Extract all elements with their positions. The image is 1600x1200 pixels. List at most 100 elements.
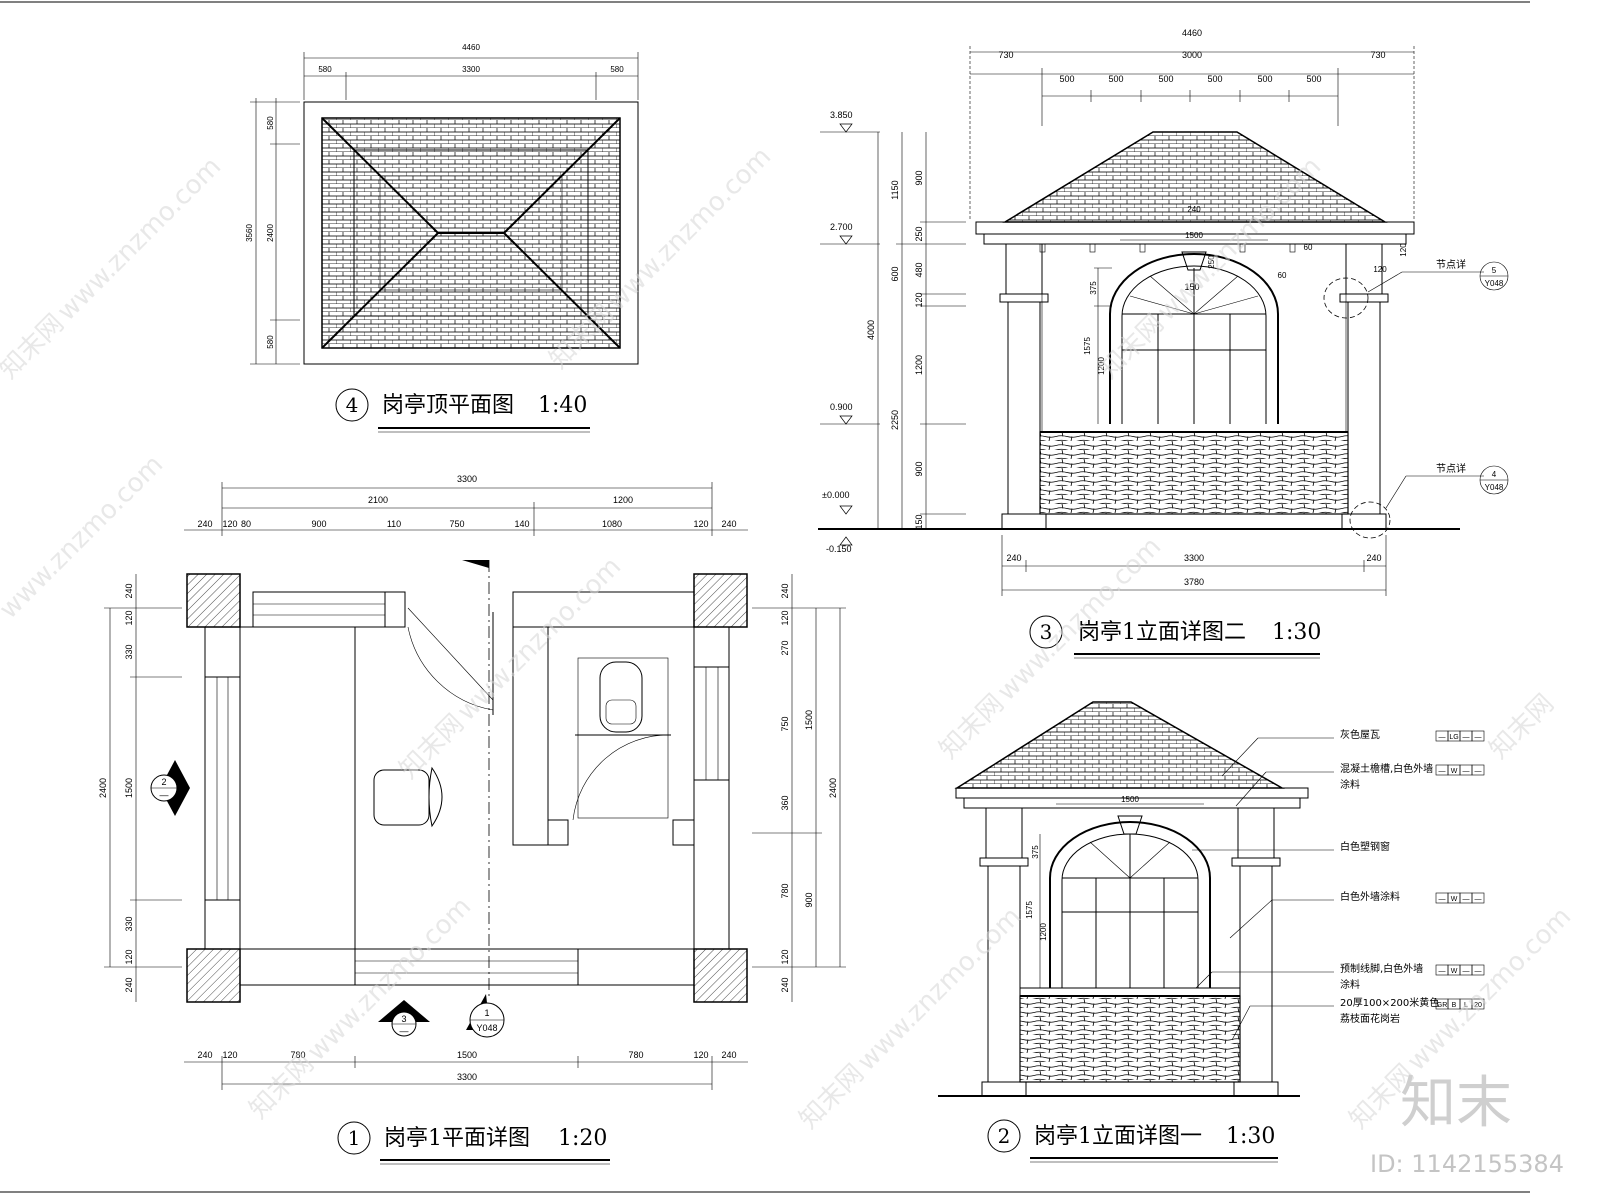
elev2-dim-1575: 1575 [1083, 337, 1092, 355]
toilet-room-outline [577, 657, 669, 819]
floor-dim-l5: 120 [124, 949, 134, 964]
floor-dim-b5: 120 [693, 1050, 708, 1060]
note-granite: 20厚100×200米黄色 [1340, 996, 1439, 1009]
elev1-stone-base [1019, 995, 1241, 1083]
elev1-title: 岗亭1立面详图一 [1034, 1124, 1202, 1149]
code-gutter: — W — — [1435, 764, 1485, 776]
floor-dim-t4: 110 [387, 519, 401, 529]
floor-dim-t2: 80 [241, 519, 251, 529]
elev2-dim-480: 480 [914, 262, 924, 277]
floor-dim-l6: 240 [124, 977, 134, 992]
elevation-two: 4460 730 3000 730 500 500 500 500 500 50… [818, 28, 1509, 659]
note-gutter: 混凝土檐槽,白色外墙 [1340, 762, 1433, 775]
floor-dims-top: 3300 2100 1200 240 120 80 900 110 750 14… [184, 474, 748, 536]
elev1-title-number: 2 [998, 1124, 1011, 1148]
roof-dim-left-580a: 580 [266, 116, 275, 130]
watermark-5: 知末网www.znzmo.com [394, 552, 627, 785]
elev2-column-left [1007, 301, 1041, 515]
floor-dim-b6: 240 [721, 1050, 736, 1060]
elev2-dim-d3: 500 [1207, 74, 1222, 84]
floor-dim-l4: 330 [124, 916, 134, 931]
elev2-dim-120a: 120 [1373, 265, 1387, 274]
svg-text:—: — [1475, 896, 1482, 903]
floor-dim-right-1500: 1500 [804, 710, 814, 730]
note-molding: 预制线脚,白色外墙 [1340, 962, 1423, 975]
note-window: 白色塑钢窗 [1340, 840, 1390, 853]
roof-title-number: 4 [346, 393, 359, 417]
svg-text:—: — [1475, 734, 1482, 741]
elev2-scale: 1:30 [1272, 620, 1321, 645]
floor-title: 岗亭1平面详图 [384, 1126, 530, 1151]
elev1-title-circle [987, 1119, 1021, 1153]
svg-text:—: — [1475, 768, 1482, 775]
svg-text:—: — [1475, 968, 1482, 975]
watermark-9: 知末网www.znzmo.com [794, 902, 1027, 1135]
elev2-dim-120: 120 [914, 292, 924, 307]
roof-title-circle [335, 388, 369, 422]
floor-dim-r0: 240 [780, 583, 790, 598]
floor-dim-right-900: 900 [804, 892, 814, 907]
svg-text:—: — [1439, 896, 1446, 903]
svg-text:20: 20 [1474, 1002, 1482, 1009]
svg-text:B: B [1452, 1002, 1457, 1009]
svg-text:2: 2 [161, 777, 166, 787]
elev2-dim-375: 375 [1089, 281, 1098, 295]
level-0900: 0.900 [830, 402, 853, 412]
elev2-dim-1150: 1150 [890, 180, 900, 199]
elev2-dim-d5: 500 [1306, 74, 1321, 84]
elev2-dim-250b: 250 [1207, 255, 1216, 269]
elev2-dim-bottom-240b: 240 [1366, 553, 1381, 563]
svg-text:—: — [160, 790, 169, 800]
svg-text:LG: LG [1449, 734, 1458, 741]
column-br [693, 948, 748, 1003]
svg-text:Y048: Y048 [1485, 483, 1504, 492]
level-2700: 2.700 [830, 222, 853, 232]
elev2-dim-900b: 900 [914, 461, 924, 476]
door-swing-toilet [572, 734, 672, 821]
elev2-dim-730b: 730 [1370, 50, 1385, 60]
note-gutter-2: 涂料 [1340, 778, 1360, 791]
elev1-dim-1200: 1200 [1039, 923, 1048, 941]
watermark-4: www.znzmo.com [0, 450, 169, 625]
elev2-levels: 3.850 2.700 0.900 ±0.000 -0.150 [820, 110, 880, 554]
elevation-one: 1500 375 1575 1200 灰色屋瓦 混凝土檐槽,白色外墙 涂料 白色… [938, 701, 1485, 1163]
door-swing-main [407, 626, 494, 711]
svg-text:W: W [1451, 768, 1458, 775]
floor-dim-t7: 1080 [602, 519, 622, 529]
code-molding: — W — — [1435, 964, 1485, 976]
floor-dim-r2: 270 [780, 640, 790, 655]
floor-dim-1200: 1200 [613, 495, 633, 505]
elev2-dim-4460: 4460 [1182, 28, 1202, 38]
detail-tag-a-label: 节点详 [1436, 258, 1466, 271]
detail-tag-b-label: 节点详 [1436, 462, 1466, 475]
floor-dim-2100: 2100 [368, 495, 388, 505]
level-minus0150: -0.150 [826, 544, 852, 554]
elev1-column-left [987, 865, 1021, 1083]
floor-title-circle [337, 1121, 371, 1155]
floor-dim-t0: 240 [197, 519, 212, 529]
svg-text:—: — [400, 1026, 409, 1036]
elev2-dim-3780: 3780 [1184, 577, 1204, 587]
elev2-dim-2250: 2250 [890, 410, 900, 430]
elev2-title-number: 3 [1040, 620, 1053, 644]
floor-dim-l3: 1500 [124, 778, 134, 798]
roof-dim-overall: 4460 [462, 43, 480, 52]
elev1-dim-1575: 1575 [1025, 901, 1034, 919]
svg-text:Y048: Y048 [1485, 279, 1504, 288]
elev2-dim-d0: 500 [1059, 74, 1074, 84]
floor-dim-left-2400: 2400 [98, 778, 108, 798]
roof-title: 岗亭顶平面图 [382, 393, 514, 418]
roof-plan: 4460 580 3300 580 3560 580 2400 580 4 岗亭… [245, 43, 639, 433]
elev2-dim-bottom-3300: 3300 [1184, 553, 1204, 563]
roof-dim-left-580b: 580 [266, 335, 275, 349]
floor-dim-t5: 750 [449, 519, 464, 529]
floor-dim-r4: 360 [780, 795, 790, 810]
elev2-title-circle [1029, 615, 1063, 649]
note-molding-2: 涂料 [1340, 978, 1360, 991]
column-tl [186, 573, 241, 628]
svg-text:—: — [1439, 734, 1446, 741]
material-codes: — LG — — — W — — — W — — — [1435, 730, 1485, 1010]
elev2-dim-d2: 500 [1158, 74, 1173, 84]
floor-dim-b2: 780 [290, 1050, 305, 1060]
